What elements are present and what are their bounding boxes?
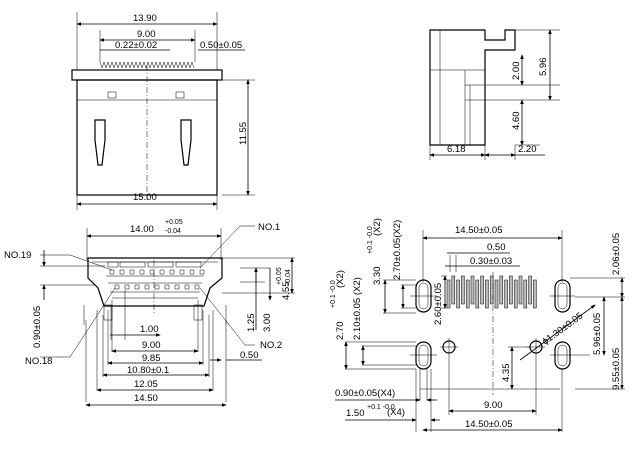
dim-pcb-slot-len-b-tol: +0.1 -0.0 — [330, 280, 337, 308]
smt-pad — [475, 279, 480, 309]
dim-pcb-slot-w-a: 2.70±0.05(X2) — [392, 220, 403, 280]
dim-pcb-span-top: 14.50±0.05 — [455, 225, 502, 236]
dim-front-width-tol-plus: +0.05 — [165, 219, 183, 226]
dim-front-050: 0.50 — [240, 350, 259, 361]
label-no19: NO.19 — [4, 250, 31, 261]
dim-front-900: 9.00 — [142, 340, 161, 351]
dim-front-100: 1.00 — [140, 324, 159, 335]
dim-pcb-slot-width-big: 1.50 — [346, 408, 365, 419]
dim-front-height: 4.55 — [281, 282, 292, 301]
dim-top-height: 11.55 — [238, 122, 249, 145]
dim-top-width: 13.90 — [133, 13, 157, 24]
smt-pad — [461, 275, 465, 305]
smt-pad — [456, 279, 460, 309]
pcb-layout: 14.50±0.05 0.50 0.30±0.03 3.30 +0.1 -0.0… — [330, 218, 625, 432]
dim-pcb-slot-len-a: 3.30 — [372, 267, 383, 286]
dim-pcb-hole-span: 9.00 — [484, 400, 503, 411]
dim-front-985: 9.85 — [142, 353, 161, 364]
dim-pcb-span-bottom: 14.50±0.05 — [465, 419, 512, 430]
dim-top-pin-pitch: 0.50±0.05 — [200, 40, 242, 51]
dim-pcb-206: 2.06±0.05 — [611, 233, 622, 275]
smt-pad — [499, 275, 504, 305]
label-no2: NO.2 — [260, 340, 282, 351]
top-view: 13.90 9.00 0.22±0.02 0.50±0.05 11.55 15.… — [71, 12, 255, 210]
smt-pad — [533, 279, 537, 309]
smt-pad — [494, 279, 499, 309]
smt-pad — [485, 279, 489, 309]
dim-side-a: 2.00 — [511, 62, 522, 81]
dim-front-1450: 14.50 — [134, 393, 158, 404]
dim-pcb-pad-length: 2.60±0.05 — [433, 283, 444, 325]
side-view: 2.00 5.96 4.60 6.18 2.20 — [429, 29, 560, 160]
smt-pad-array — [446, 275, 537, 309]
dim-front-height-tol-plus: +0.05 — [276, 267, 283, 285]
smt-pad — [480, 275, 484, 305]
smt-pad — [523, 279, 528, 309]
smt-pad — [528, 275, 532, 305]
dim-side-tail: 2.20 — [518, 144, 537, 155]
dim-pcb-435: 4.35 — [501, 364, 512, 383]
smt-pad — [509, 275, 513, 305]
front-view: 14.00 +0.05 -0.04 NO.19 NO.1 NO.2 NO.18 … — [4, 219, 295, 407]
dim-front-width-tol-minus: -0.04 — [165, 228, 181, 235]
dim-side-depth: 6.18 — [447, 144, 466, 155]
smt-pad — [489, 275, 494, 305]
smt-pad — [446, 279, 451, 309]
smt-pad — [451, 275, 456, 305]
dim-front-300: 3.00 — [262, 314, 273, 333]
dim-pcb-slot-len-a-tol: +0.1 -0.0 — [367, 226, 374, 254]
smt-pad — [504, 279, 508, 309]
dim-pcb-596: 5.96±0.05 — [592, 313, 603, 355]
label-no18: NO.18 — [25, 356, 52, 367]
dim-pcb-slot-len-a-qty: (X2) — [372, 218, 383, 236]
dim-pcb-slot-width-small: 0.90±0.05(X4) — [335, 388, 395, 399]
dim-front-width: 14.00 — [130, 224, 154, 235]
dim-side-c: 4.60 — [511, 112, 522, 131]
dim-front-height-tol-minus: -0.04 — [285, 269, 292, 285]
dim-front-090: 0.90±0.05 — [32, 306, 43, 348]
dim-pcb-pitch: 0.50 — [487, 242, 506, 253]
smt-pad — [470, 275, 475, 305]
dim-pcb-955: 9.55±0.05 — [611, 348, 622, 390]
dim-front-1205: 12.05 — [134, 379, 158, 390]
dim-pcb-slot-len-b: 2.70 — [335, 322, 346, 341]
dim-pcb-slot-w-b: 2.10±0.05 (X2) — [352, 277, 363, 340]
dim-pcb-slot-width-big-tol: +0.1 -0.0 — [367, 404, 395, 411]
dim-pcb-slot-width-big-qty: (X4) — [387, 407, 405, 418]
dim-front-1080: 10.80±0.1 — [127, 365, 169, 376]
smt-pad — [518, 275, 523, 305]
dim-front-125: 1.25 — [246, 314, 257, 333]
dim-side-b: 5.96 — [538, 58, 549, 77]
smt-pad — [513, 279, 518, 309]
smt-pad — [465, 279, 470, 309]
dim-top-pin-width: 0.22±0.02 — [115, 40, 157, 51]
dim-top-pitch-span: 9.00 — [137, 29, 156, 40]
label-no1: NO.1 — [258, 222, 280, 233]
dim-top-body-width: 15.00 — [133, 192, 157, 203]
dim-pcb-slot-len-b-qty: (X2) — [335, 270, 346, 288]
dim-pcb-pad-width: 0.30±0.03 — [470, 256, 512, 267]
